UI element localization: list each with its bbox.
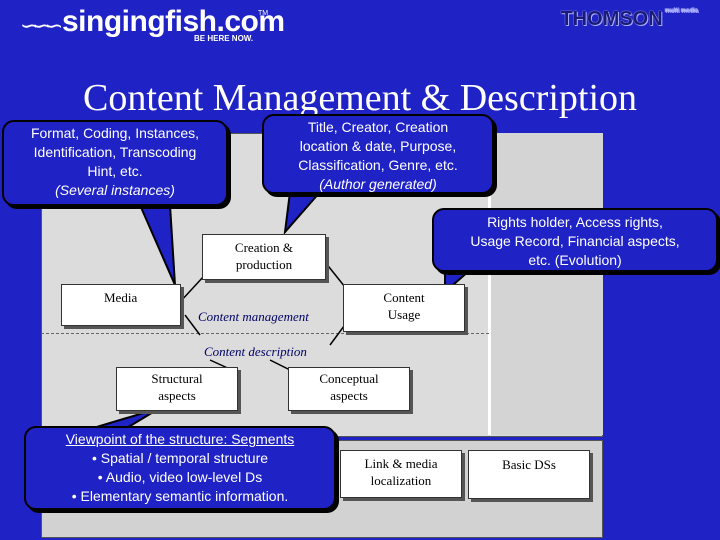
- rights-callout: Rights holder, Access rights, Usage Reco…: [432, 208, 718, 272]
- thomson-wordmark: THOMSON: [560, 8, 663, 30]
- media-box: Media: [61, 284, 181, 326]
- logo-tagline: BE HERE NOW.: [194, 34, 254, 43]
- rights-line3: etc. (Evolution): [528, 252, 622, 268]
- diagram-right-panel: [488, 133, 603, 435]
- conceptual-line2: aspects: [330, 388, 368, 403]
- viewpoint-callout: Viewpoint of the structure: Segments • S…: [24, 426, 336, 510]
- basic-dss-box: Basic DSs: [468, 450, 590, 499]
- title-info-line1: Title, Creator, Creation: [307, 119, 449, 135]
- logo-brand: singingfish.com: [62, 5, 285, 38]
- structural-line2: aspects: [158, 388, 196, 403]
- format-line2: Identification, Transcoding: [33, 144, 197, 160]
- title-info-callout: Title, Creator, Creation location & date…: [262, 114, 494, 194]
- viewpoint-line1: Viewpoint of the structure: Segments: [65, 431, 295, 447]
- line-desc-conceptual: [269, 359, 291, 371]
- content-description-label: Content description: [204, 344, 307, 359]
- dashed-separator: [41, 333, 489, 334]
- thomson-sub: multi media: [664, 8, 698, 14]
- creation-line1: Creation &: [234, 240, 294, 255]
- media-label: Media: [104, 290, 138, 305]
- rights-line1: Rights holder, Access rights,: [487, 214, 663, 230]
- logo-waves-icon: ∽∽∽: [20, 14, 63, 39]
- structural-aspects-box: Structural aspects: [116, 367, 238, 411]
- format-callout: Format, Coding, Instances, Identificatio…: [2, 120, 228, 206]
- creation-production-box: Creation & production: [202, 234, 326, 280]
- slide-title: Content Management & Description: [82, 77, 638, 119]
- format-line3: Hint, etc.: [87, 163, 143, 179]
- viewpoint-line4: • Elementary semantic information.: [71, 488, 289, 504]
- logo-trademark: TM: [258, 10, 269, 17]
- title-info-line3: Classification, Genre, etc.: [298, 157, 458, 173]
- line-creation-usage: [324, 261, 346, 288]
- structural-line1: Structural: [151, 371, 203, 386]
- conceptual-line1: Conceptual: [319, 371, 379, 386]
- basic-label: Basic DSs: [502, 457, 556, 472]
- rights-line2: Usage Record, Financial aspects,: [470, 233, 680, 249]
- pointer-title: [283, 191, 323, 236]
- line-media-desc: [184, 314, 201, 336]
- format-line4: (Several instances): [55, 182, 175, 198]
- link-line1: Link & media: [364, 456, 438, 471]
- content-management-label: Content management: [198, 309, 309, 324]
- title-info-line2: location & date, Purpose,: [299, 138, 457, 154]
- format-line1: Format, Coding, Instances,: [30, 125, 200, 141]
- link-media-box: Link & media localization: [340, 450, 462, 498]
- singingfish-logo: ∽∽∽ singingfish.com TM BE HERE NOW.: [20, 4, 285, 44]
- creation-line2: production: [235, 257, 293, 272]
- conceptual-aspects-box: Conceptual aspects: [288, 367, 410, 411]
- title-info-line4: (Author generated): [319, 176, 437, 192]
- viewpoint-line3: • Audio, video low-level Ds: [97, 469, 263, 485]
- usage-line2: Usage: [387, 307, 421, 322]
- line-media-creation: [179, 275, 205, 303]
- usage-line1: Content: [383, 290, 425, 305]
- content-usage-box: Content Usage: [343, 284, 465, 332]
- pointer-format: [138, 204, 176, 286]
- link-line2: localization: [370, 473, 432, 488]
- viewpoint-line2: • Spatial / temporal structure: [91, 450, 269, 466]
